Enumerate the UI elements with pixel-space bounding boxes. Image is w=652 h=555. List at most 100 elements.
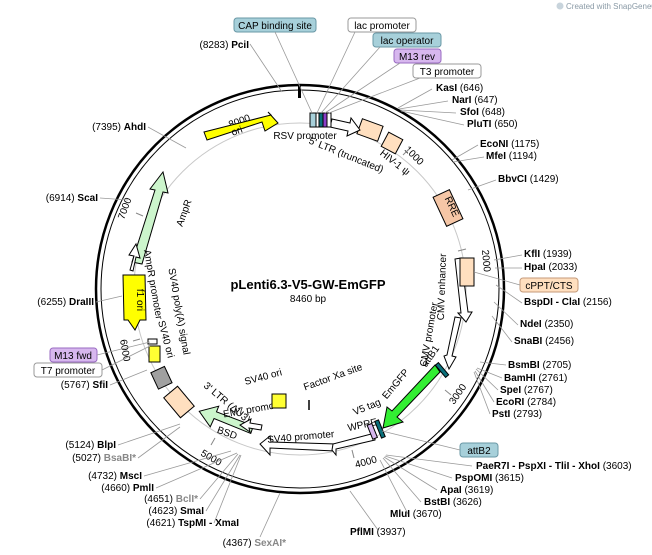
attb2-label: attB2 (467, 446, 491, 457)
factor-xa-label: Factor Xa site (302, 362, 364, 394)
site-sfoi: SfoI (648) (460, 107, 505, 118)
site-msci: (4732) MscI (88, 471, 142, 482)
leader-t7 (101, 345, 151, 371)
wpre-arrow (331, 432, 376, 457)
site-narI: NarI (647) (452, 95, 498, 106)
bsd-label: BSD (215, 425, 238, 442)
site-pcii: (8283) PciI (200, 40, 250, 51)
leader-mfei (452, 156, 485, 163)
tick-4000: 4000 (354, 454, 379, 470)
sv40-polya-box (147, 338, 158, 345)
hiv-psi-box (380, 131, 404, 155)
site-scai: (6914) ScaI (46, 193, 98, 204)
leader-pmli (155, 452, 238, 489)
f1-ori-arrow (122, 274, 147, 331)
leader-bbvci (467, 179, 497, 191)
tick-mark-1000 (402, 148, 410, 156)
leader-pcii (249, 43, 283, 93)
rsv-promoter-arrow (329, 116, 361, 137)
leader-t3 (328, 77, 421, 114)
t3-promoter-label: T3 promoter (420, 67, 475, 78)
leader-cap (274, 31, 313, 114)
site-hpai: HpaI (2033) (524, 262, 577, 273)
leader-bamhi (476, 367, 503, 379)
site-psti: PstI (2793) (492, 409, 542, 420)
cmv-enhancer-arrow (454, 257, 473, 323)
site-snabi: SnaBI (2456) (514, 336, 574, 347)
leader-cppt (473, 271, 521, 286)
t7-promoter-label: T7 promoter (41, 366, 96, 377)
origin-marker (298, 84, 301, 98)
tick-mark-3000 (444, 389, 452, 396)
tick-mark-2000 (457, 248, 467, 252)
leader-blpi (117, 423, 181, 446)
site-bcli: (4651) BclI* (144, 494, 198, 505)
site-ecori: EcoRI (2784) (496, 397, 556, 408)
site-sfii: (5767) SfiI (61, 380, 108, 391)
cap-label: CAP binding site (238, 21, 312, 32)
leader-kasi (397, 88, 433, 109)
lac-operator-feature (318, 112, 324, 128)
leader-apai (383, 456, 438, 491)
site-bsabi: (5027) BsaBI* (72, 453, 136, 464)
leader-attb2 (381, 430, 461, 451)
site-pmli: (4660) PmlI (101, 483, 154, 494)
v5-tag-label: V5 tag (352, 397, 383, 418)
site-apai: ApaI (3619) (440, 485, 493, 496)
plasmid-size: 8460 bp (290, 294, 327, 305)
site-mfei: MfeI (1194) (486, 151, 537, 162)
leader-bsmbi (479, 361, 507, 366)
leader-claI (495, 284, 523, 304)
leader-m13-rev (324, 62, 401, 114)
leader-psti (473, 371, 491, 415)
leader-ahdi (147, 126, 187, 149)
ori-label: ori (230, 125, 244, 139)
leader-narI (398, 100, 449, 110)
site-pflmi: PflMI (3937) (350, 527, 406, 538)
leader-bcli (199, 453, 239, 500)
site-sexai: (4367) SexAI* (223, 538, 286, 549)
misc-grey-box (150, 365, 173, 390)
t3-promoter-feature (326, 112, 332, 128)
leader-mlui (379, 459, 409, 515)
plasmid-name: pLenti6.3-V5-GW-EmGFP (230, 277, 385, 292)
leader-sexai (259, 492, 281, 538)
leader-pflmi (349, 490, 379, 531)
tick-2000: 2000 (479, 249, 492, 273)
leader-bstbi (382, 457, 422, 503)
site-clai: BspDI - ClaI (2156) (524, 297, 612, 308)
leader-snabi (491, 315, 513, 343)
sv40-promoter-arrow (259, 435, 337, 457)
leader-pluti (400, 110, 465, 126)
watermark-text: Created with SnapGene® (566, 2, 652, 11)
leader-xhoi (385, 454, 473, 467)
f1-ori-label: f1 ori (134, 289, 145, 311)
site-mlui: MluI (3670) (390, 509, 442, 520)
site-bsmbi: BsmBI (2705) (508, 360, 571, 371)
tick-mark-6000 (132, 338, 141, 342)
site-spei: SpeI (2767) (500, 385, 553, 396)
attb2-box (374, 419, 386, 439)
ori-arrow (203, 111, 279, 141)
leader-scai (99, 197, 129, 201)
t3-promoter-box (412, 63, 482, 79)
leader-spei (475, 368, 499, 391)
cmv-enhancer-label: CMV enhancer (436, 253, 449, 321)
site-blpi: (5124) BlpI (65, 440, 116, 451)
ampr-arrow (131, 170, 169, 265)
leader-lac-promoter (316, 31, 356, 114)
leader-xmai (213, 454, 242, 524)
site-econi: EcoNI (1175) (480, 139, 539, 150)
sv40-ori-inner-label: SV40 ori (243, 367, 283, 388)
ltr3-box (163, 385, 195, 419)
lac-operator-label: lac operator (381, 36, 434, 47)
leader-msci (143, 450, 232, 477)
site-draiii: (6255) DraIII (37, 297, 94, 308)
leader-m13-fwd (96, 341, 151, 356)
m13-fwd-label: M13 fwd (54, 351, 92, 362)
ampr-label: AmpR (175, 198, 195, 228)
leader-draiii (95, 295, 123, 303)
leader-ndei (493, 301, 519, 326)
cppt-feature-box (459, 257, 475, 287)
